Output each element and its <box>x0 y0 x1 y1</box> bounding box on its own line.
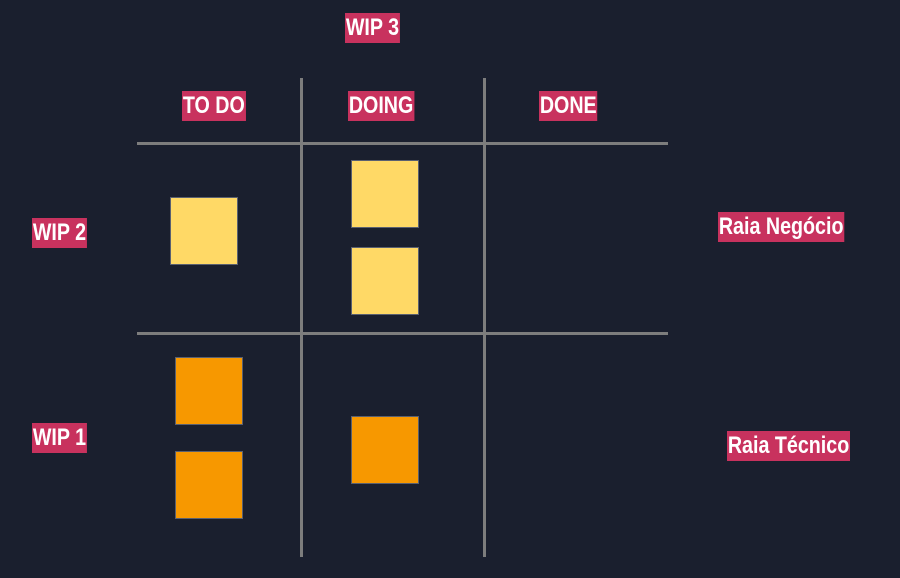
wip-total-label: WIP 3 <box>345 13 400 43</box>
header-divider <box>137 142 668 145</box>
lane-business-wip-label: WIP 2 <box>32 218 87 248</box>
lane-tech-wip-label: WIP 1 <box>32 423 87 453</box>
column-header-done: DONE <box>539 91 598 121</box>
column-divider-doing-done <box>483 78 486 557</box>
tech-card-todo[interactable] <box>175 451 243 519</box>
tech-card-todo[interactable] <box>175 357 243 425</box>
column-header-todo: TO DO <box>182 91 246 121</box>
tech-card-doing[interactable] <box>351 416 419 484</box>
business-card-doing[interactable] <box>351 160 419 228</box>
lane-divider <box>137 332 668 335</box>
business-card-doing[interactable] <box>351 247 419 315</box>
lane-tech-name: Raia Técnico <box>727 431 851 461</box>
lane-business-name: Raia Negócio <box>718 212 845 242</box>
column-divider-todo-doing <box>300 78 303 557</box>
business-card-todo[interactable] <box>170 197 238 265</box>
column-header-doing: DOING <box>348 91 415 121</box>
